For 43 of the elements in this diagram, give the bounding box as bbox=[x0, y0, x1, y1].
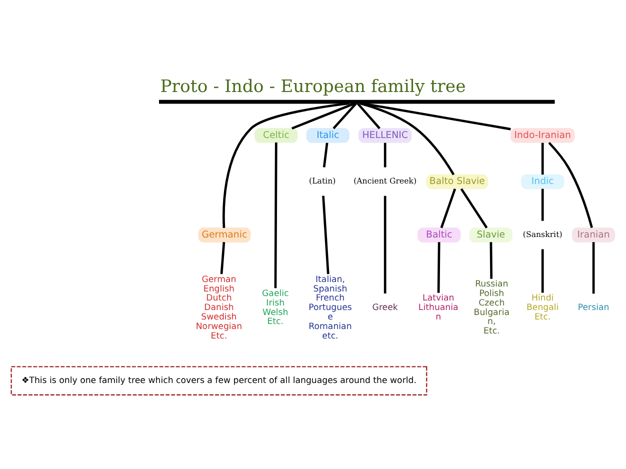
connector bbox=[460, 188, 488, 228]
node-text: Greek bbox=[372, 302, 398, 313]
node-text: Gaelic Irish Welsh Etc. bbox=[262, 288, 289, 327]
connector bbox=[490, 242, 493, 278]
node-box: Celtic bbox=[254, 128, 298, 142]
node-text: Hindi Bengali Etc. bbox=[526, 293, 559, 322]
connector bbox=[541, 188, 544, 220]
connector bbox=[541, 248, 544, 292]
node-box: Slavie bbox=[469, 227, 512, 242]
node-box: Italic bbox=[306, 128, 350, 142]
connector bbox=[548, 141, 593, 228]
diagram-title: Proto - Indo - European family tree bbox=[160, 76, 466, 97]
connector bbox=[440, 188, 456, 228]
connector bbox=[322, 142, 328, 167]
node-box: Germanic bbox=[198, 227, 251, 242]
connector bbox=[356, 102, 380, 129]
node-box: Iranian bbox=[572, 227, 616, 242]
node-text: Italian, Spanish French Portugues e Romanian etc. bbox=[308, 274, 352, 341]
node-text: Russian Polish Czech Bulgaria n, Etc. bbox=[474, 279, 510, 336]
node-box: ❖This is only one family tree which covers a few percent of all languages around the world. bbox=[10, 366, 428, 395]
node-text: (Sanskrit) bbox=[522, 229, 562, 238]
node-text: Persian bbox=[578, 302, 610, 313]
node-box: Indic bbox=[521, 174, 564, 189]
connector bbox=[220, 242, 226, 274]
node-text: Latvian Lithuania n bbox=[418, 293, 458, 322]
node-bar bbox=[159, 99, 555, 104]
node-box: Baltic bbox=[418, 227, 461, 242]
node-box: Indo-Iranian bbox=[510, 128, 575, 142]
connector bbox=[384, 142, 386, 167]
connector bbox=[322, 195, 330, 274]
connector bbox=[291, 102, 356, 130]
connector bbox=[384, 195, 386, 293]
connector bbox=[437, 242, 440, 292]
connector bbox=[332, 102, 358, 129]
node-text: (Ancient Greek) bbox=[354, 176, 417, 186]
connector bbox=[274, 142, 278, 288]
node-text: German English Dutch Danish Swedish Norwegian Etc. bbox=[196, 274, 242, 341]
connector bbox=[592, 242, 595, 294]
connector bbox=[541, 142, 544, 174]
connector bbox=[360, 102, 455, 175]
node-text: (Latin) bbox=[309, 176, 336, 186]
node-box: HELLENIC bbox=[358, 128, 412, 142]
node-box: Balto Slavie bbox=[426, 174, 488, 189]
